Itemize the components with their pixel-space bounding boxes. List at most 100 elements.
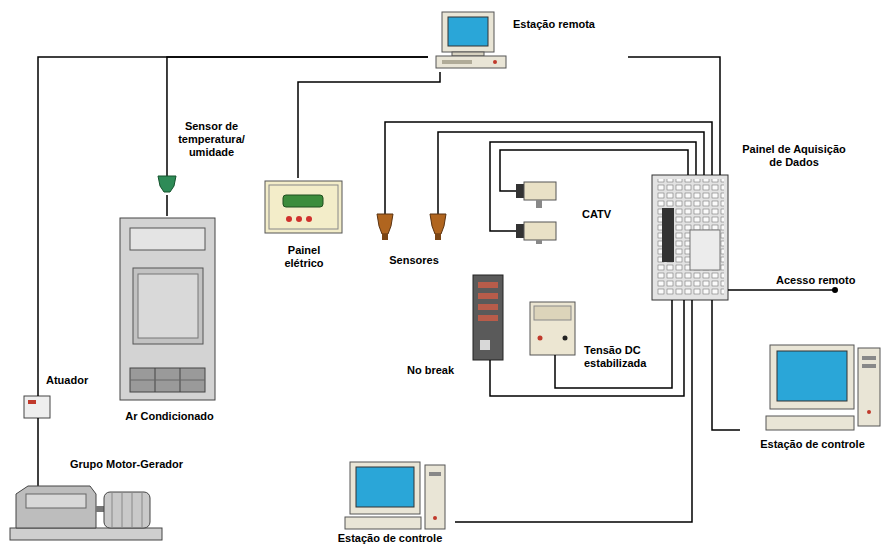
dc-supply-icon bbox=[530, 302, 575, 380]
device-label: Estação de controle bbox=[325, 532, 455, 545]
control-computer-icon bbox=[770, 345, 854, 409]
control-computer-icon bbox=[345, 462, 445, 529]
remote-computer-icon bbox=[448, 17, 488, 46]
motor-generator-icon bbox=[37, 456, 39, 486]
motor-generator-icon bbox=[104, 492, 150, 528]
device-node: Estação de controle bbox=[740, 338, 885, 456]
acquisition-panel-icon bbox=[652, 175, 728, 300]
camera-pair-icon bbox=[524, 182, 556, 200]
wire-connector bbox=[438, 132, 704, 208]
sensor-pair-icon bbox=[437, 208, 439, 214]
wire-connector bbox=[555, 300, 672, 388]
control-computer-icon bbox=[350, 462, 420, 514]
wire-connector bbox=[166, 195, 168, 216]
acquisition-panel-icon bbox=[652, 175, 728, 300]
device-label: Estação remota bbox=[513, 18, 595, 31]
acquisition-panel-icon bbox=[656, 179, 724, 296]
device-node: Estação remota bbox=[428, 8, 628, 72]
acquisition-panel-icon bbox=[690, 230, 720, 270]
acquisition-panel-icon bbox=[662, 208, 674, 262]
air-conditioner-icon bbox=[120, 218, 215, 400]
ups-icon bbox=[473, 275, 503, 380]
remote-computer-icon bbox=[442, 12, 494, 52]
device-node: Grupo Motor-Gerador bbox=[8, 456, 183, 544]
electrical-panel-icon bbox=[296, 216, 302, 222]
device-node: Ar Condicionado bbox=[112, 216, 227, 426]
device-node: Atuador bbox=[20, 372, 100, 422]
wire-connector bbox=[38, 57, 428, 372]
device-node: Painel de Aquisição de Dados bbox=[652, 175, 728, 300]
control-computer-icon bbox=[766, 416, 854, 430]
remote-computer-icon bbox=[493, 60, 497, 64]
ups-icon bbox=[489, 360, 491, 380]
dc-supply-icon bbox=[563, 336, 568, 341]
device-label: Atuador bbox=[46, 374, 88, 387]
device-node: No break bbox=[405, 272, 505, 380]
camera-pair-icon bbox=[508, 182, 556, 244]
device-label: Grupo Motor-Gerador bbox=[70, 458, 183, 471]
electrical-panel-icon bbox=[306, 216, 312, 222]
control-computer-icon bbox=[433, 516, 437, 520]
sensor-pair-icon bbox=[384, 208, 386, 214]
wire-connector bbox=[490, 142, 696, 231]
ups-icon bbox=[478, 315, 498, 321]
device-node: Tensão DC estabilizada bbox=[528, 300, 666, 380]
wire-connector bbox=[628, 57, 720, 175]
motor-generator-icon bbox=[122, 492, 123, 528]
device-node: Sensor de temperatura/ umidade bbox=[155, 120, 250, 195]
sensor-pair-icon bbox=[377, 214, 393, 234]
device-label: Estação de controle bbox=[740, 438, 885, 451]
device-label: Painel elétrico bbox=[274, 244, 334, 270]
actuator-icon bbox=[37, 372, 39, 396]
motor-generator-icon bbox=[132, 492, 133, 528]
actuator-icon bbox=[24, 396, 50, 418]
motor-generator-icon bbox=[10, 528, 162, 540]
sensor-pair-icon bbox=[382, 234, 388, 240]
wire-connector bbox=[37, 422, 39, 456]
wire-connector bbox=[298, 72, 440, 178]
control-computer-icon bbox=[356, 467, 414, 507]
sensor-pair-icon bbox=[430, 214, 446, 234]
electrical-panel-icon bbox=[283, 195, 323, 207]
ups-icon bbox=[478, 293, 498, 299]
control-computer-icon bbox=[429, 472, 441, 476]
device-node: Sensores bbox=[370, 208, 458, 270]
device-node: CATV bbox=[508, 176, 618, 244]
remote-computer-icon bbox=[436, 56, 506, 68]
remote-access-line bbox=[728, 289, 833, 291]
temperature-sensor-icon bbox=[166, 120, 168, 176]
dc-supply-icon bbox=[554, 355, 556, 380]
air-conditioner-icon bbox=[138, 274, 198, 338]
electrical-panel-icon bbox=[265, 181, 342, 233]
device-label: Tensão DC estabilizada bbox=[584, 344, 664, 370]
control-computer-icon bbox=[862, 356, 876, 360]
sensor-pair-icon bbox=[377, 208, 446, 240]
actuator-icon bbox=[37, 418, 39, 422]
wire-connector bbox=[712, 300, 740, 430]
remote-access-line bbox=[728, 287, 838, 293]
wire-connector bbox=[490, 300, 684, 396]
wire-connector bbox=[385, 122, 712, 208]
air-conditioner-icon bbox=[133, 268, 203, 344]
camera-pair-icon bbox=[516, 224, 524, 238]
electrical-panel-icon bbox=[269, 185, 338, 229]
control-computer-icon bbox=[777, 351, 847, 401]
control-computer-icon bbox=[867, 410, 871, 414]
remote-computer-icon bbox=[442, 60, 472, 64]
air-conditioner-icon bbox=[130, 228, 205, 250]
control-computer-icon bbox=[766, 345, 880, 430]
device-label: Ar Condicionado bbox=[112, 410, 227, 423]
temperature-sensor-icon bbox=[158, 120, 176, 192]
camera-pair-icon bbox=[536, 200, 542, 208]
actuator-icon bbox=[28, 400, 36, 404]
sensor-pair-icon bbox=[435, 234, 441, 240]
wire-connector bbox=[455, 300, 692, 522]
ups-icon bbox=[480, 340, 490, 350]
electrical-panel-icon bbox=[286, 216, 292, 222]
camera-pair-icon bbox=[524, 222, 556, 240]
motor-generator-icon bbox=[112, 492, 113, 528]
motor-generator-icon bbox=[26, 494, 86, 508]
device-label: No break bbox=[407, 364, 454, 377]
control-computer-icon bbox=[862, 364, 876, 368]
device-label: CATV bbox=[582, 208, 611, 221]
